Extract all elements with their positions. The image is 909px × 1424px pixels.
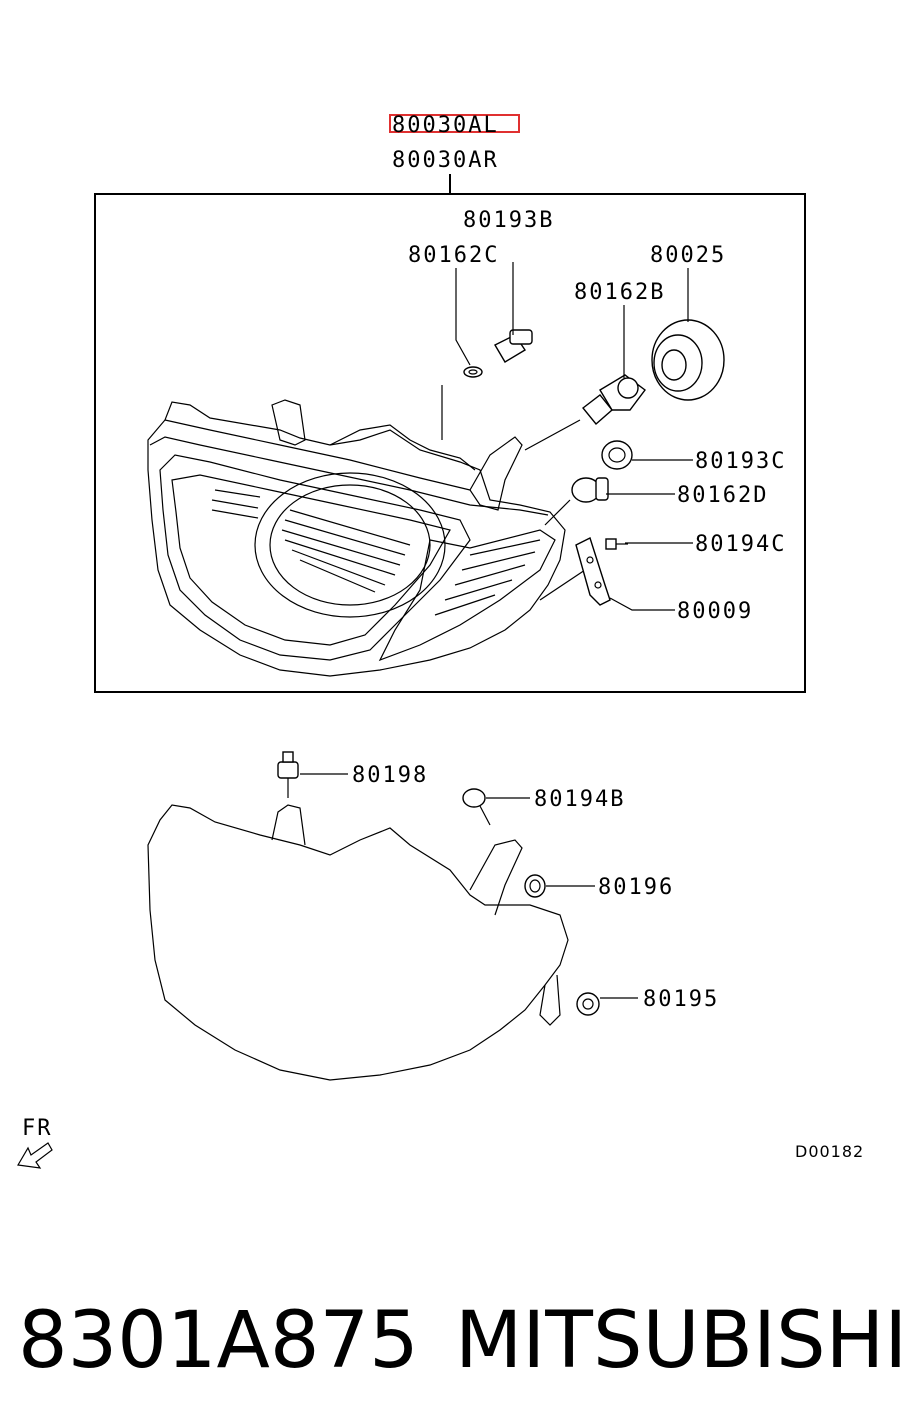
callout-80162b[interactable]: 80162B: [574, 280, 665, 305]
callout-80030al[interactable]: 80030AL: [392, 113, 499, 138]
bulb-80162d: [571, 477, 609, 503]
bolt-80198: [277, 751, 299, 798]
nut-80196: [524, 874, 546, 898]
headlamp-mount-drawing: [147, 804, 569, 1081]
diagram-code: D00182: [795, 1142, 864, 1161]
callout-80194c[interactable]: 80194C: [695, 532, 786, 557]
headlamp-assembly-drawing: [147, 385, 586, 677]
footer-brand: MITSUBISHI: [455, 1296, 907, 1386]
highlight-box: [389, 114, 520, 133]
callout-80025[interactable]: 80025: [650, 243, 726, 268]
callout-80198[interactable]: 80198: [352, 763, 428, 788]
screw-80194b: [462, 788, 491, 826]
leader-lines-top: [455, 262, 693, 611]
callout-80195[interactable]: 80195: [643, 987, 719, 1012]
callout-80193b[interactable]: 80193B: [463, 208, 554, 233]
callout-80162c[interactable]: 80162C: [408, 243, 499, 268]
bracket-80009: [575, 537, 611, 606]
socket-80193b: [494, 329, 533, 363]
callout-80030ar[interactable]: 80030AR: [392, 148, 499, 173]
callout-80194b[interactable]: 80194B: [534, 787, 625, 812]
cap-80025: [651, 319, 725, 401]
bulb-80162b: [582, 374, 646, 426]
front-arrow-icon: [17, 1142, 53, 1169]
callout-80196[interactable]: 80196: [598, 875, 674, 900]
callout-80162d[interactable]: 80162D: [677, 483, 768, 508]
bulb-80162c: [463, 366, 483, 378]
socket-80193c: [601, 440, 633, 470]
assembly-frame: [94, 193, 806, 693]
direction-label: FR: [22, 1116, 53, 1141]
leader-lines-bottom: [300, 773, 638, 999]
callout-80009[interactable]: 80009: [677, 599, 753, 624]
footer-part-number: 8301A875: [18, 1296, 419, 1386]
nut-80195: [576, 992, 600, 1016]
screw-80194c: [605, 538, 628, 550]
callout-80193c[interactable]: 80193C: [695, 449, 786, 474]
